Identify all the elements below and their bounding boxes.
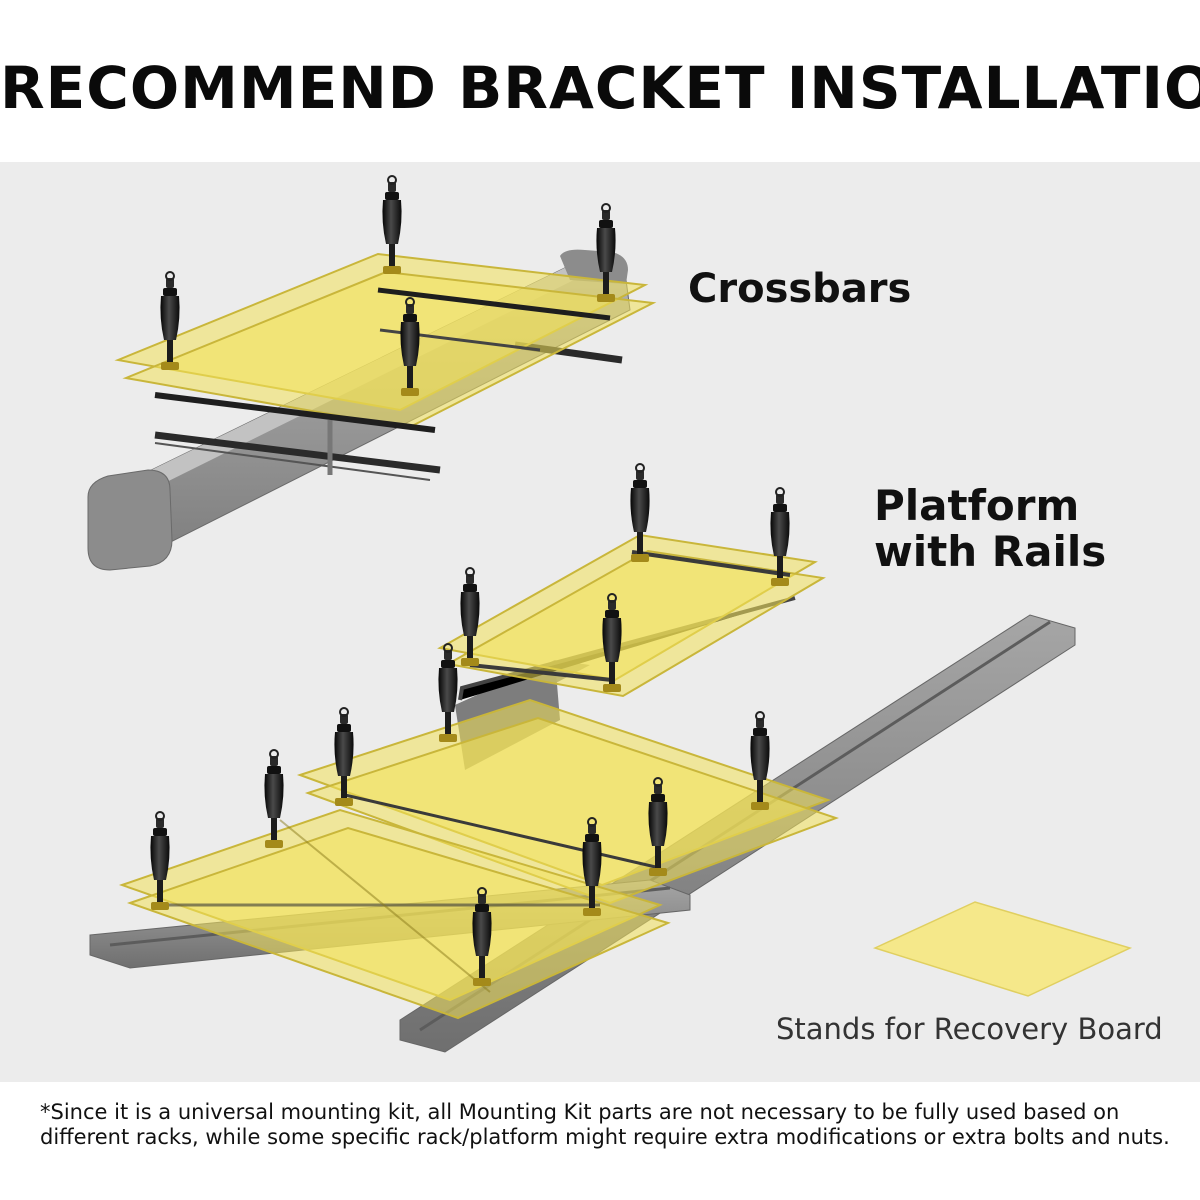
label-crossbars: Crossbars — [688, 266, 912, 312]
label-platform-line2: with Rails — [874, 527, 1107, 576]
label-platform-line1: Platform — [874, 481, 1080, 530]
installation-diagram — [87, 175, 1133, 1053]
page-title: RECOMMEND BRACKET INSTALLATION — [0, 54, 1200, 122]
recovery-board-swatch — [872, 901, 1133, 997]
footnote: *Since it is a universal mounting kit, a… — [40, 1100, 1170, 1149]
crossbar-mount-illustration — [87, 175, 657, 571]
label-stands-for-recovery-board: Stands for Recovery Board — [776, 1012, 1163, 1046]
platform-rail-mount-illustration — [89, 463, 1076, 1053]
illustration-area: Crossbars Platform with Rails Stands for… — [0, 162, 1200, 1082]
label-platform-with-rails: Platform with Rails — [874, 483, 1106, 575]
